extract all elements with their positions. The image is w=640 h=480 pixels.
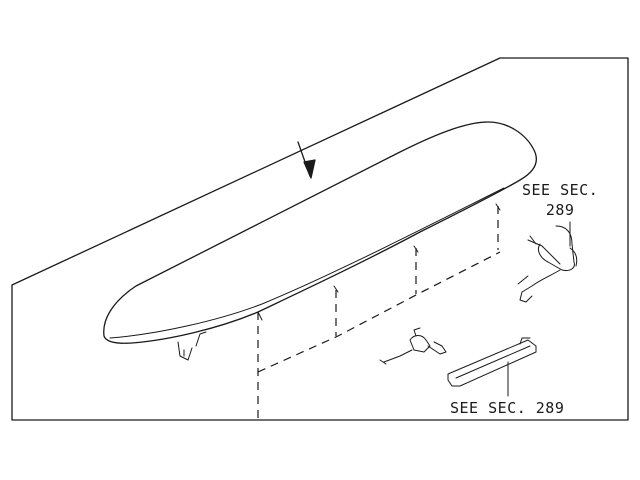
- direction-arrow-icon: [297, 141, 316, 179]
- callout-upper-line2: 289: [545, 201, 575, 219]
- mount-bracket: [177, 331, 207, 361]
- see-section-callout-lower: SEE SEC. 289: [450, 399, 565, 417]
- wiring-harness: [517, 225, 578, 303]
- stop-lamp-assembly: [447, 337, 537, 387]
- rear-spoiler: [103, 121, 537, 344]
- callout-upper-line1: SEE SEC.: [522, 181, 599, 199]
- mount-guide-lines: [257, 206, 501, 422]
- panel-frame: [11, 57, 629, 421]
- see-section-callout-upper: SEE SEC. 289: [522, 180, 598, 220]
- lamp-socket: [379, 327, 447, 365]
